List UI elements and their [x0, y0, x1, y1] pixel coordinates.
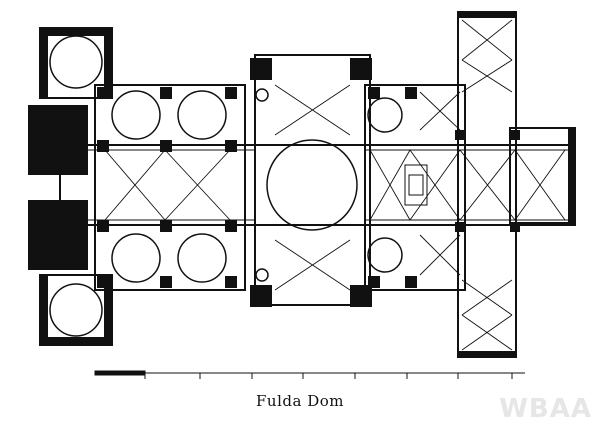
- east-nave-block: [364, 84, 466, 291]
- drawing-caption: Fulda Dom: [256, 392, 344, 410]
- watermark-logo: WBAA: [499, 394, 592, 424]
- scale-bar: [94, 370, 525, 379]
- nave-band: [59, 144, 576, 226]
- west-aisle-block: [94, 84, 246, 291]
- crossing-block: [254, 54, 371, 306]
- east-apse: [509, 127, 576, 224]
